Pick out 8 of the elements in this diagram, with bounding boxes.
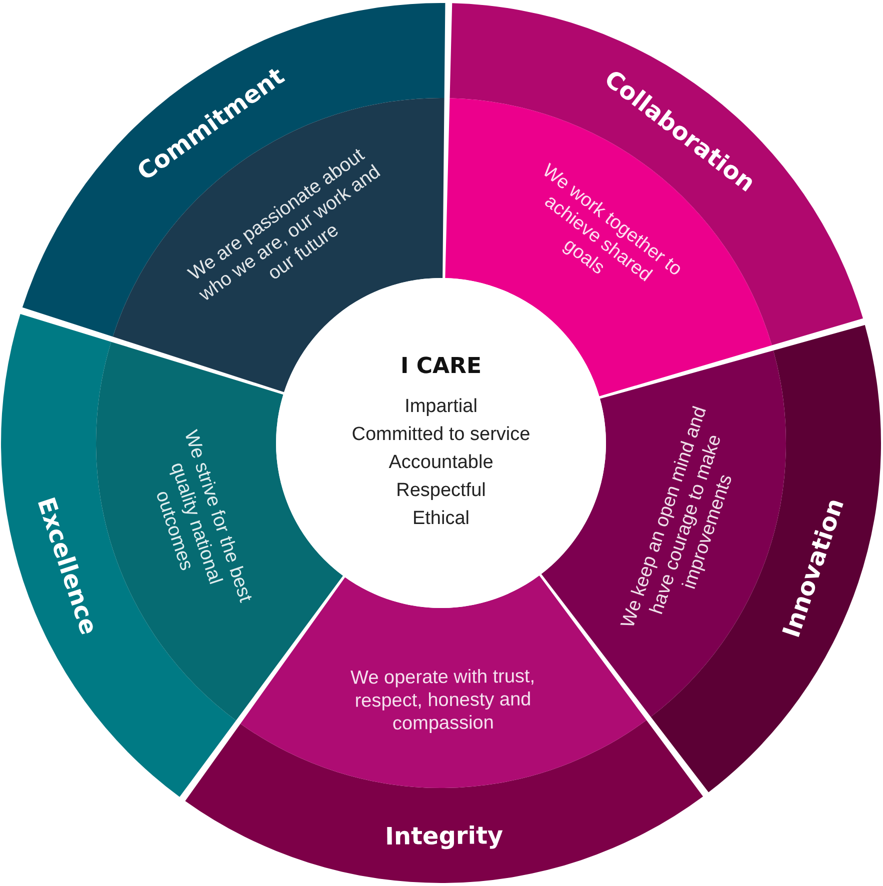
value-item: Impartial <box>404 395 478 419</box>
segment-description: We operate with trust, respect, honesty and compassion <box>350 666 536 737</box>
value-item: Committed to service <box>352 423 530 447</box>
value-item: Ethical <box>412 507 470 531</box>
value-item: Accountable <box>388 451 494 475</box>
segment-heading: Integrity <box>385 821 504 850</box>
value-item: Respectful <box>396 479 486 503</box>
center-heading: I CARE <box>400 353 482 381</box>
